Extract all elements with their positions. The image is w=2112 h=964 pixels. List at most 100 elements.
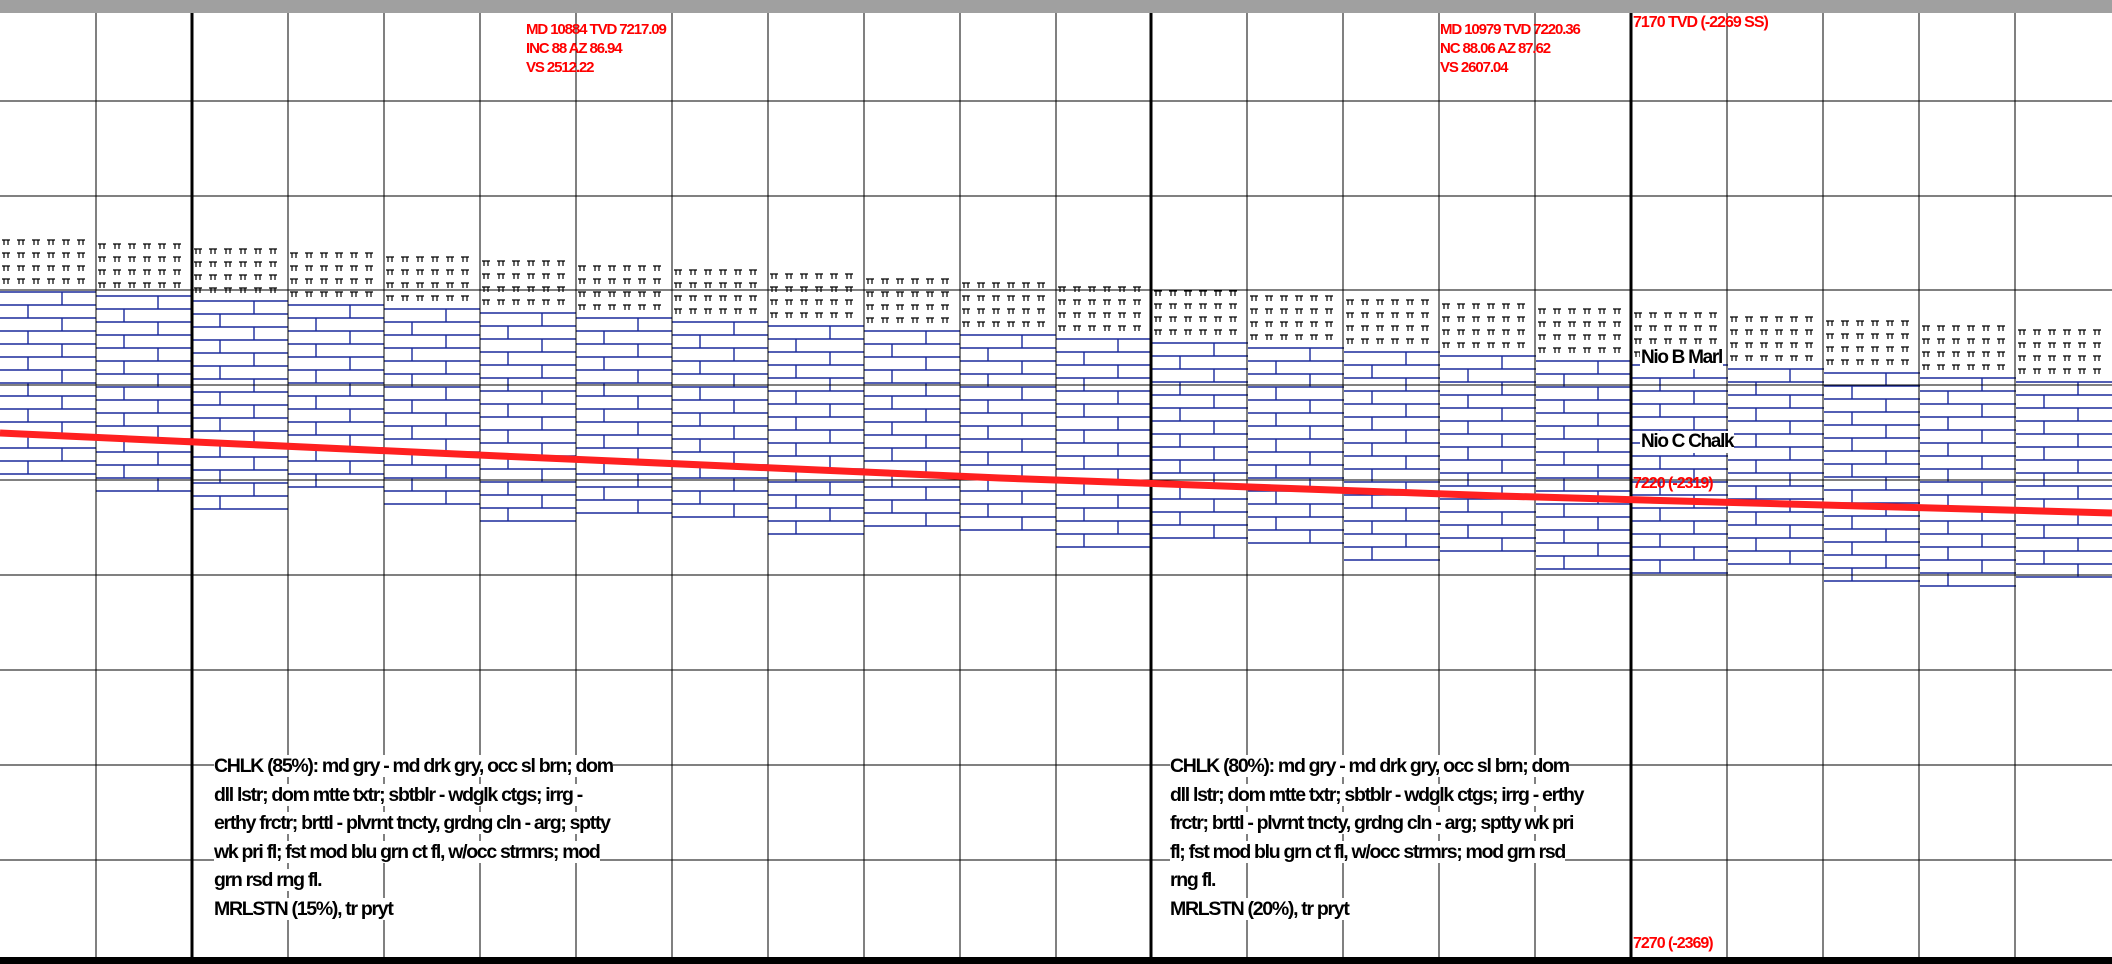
- marl-symbol: [674, 295, 682, 301]
- marl-symbol: [1229, 316, 1237, 322]
- marl-symbol: [1361, 325, 1369, 331]
- marl-symbol: [17, 278, 25, 284]
- marl-symbol: [461, 295, 469, 301]
- marl-symbol: [1487, 342, 1495, 348]
- marl-symbol: [2033, 368, 2041, 374]
- marl-symbol: [1406, 325, 1414, 331]
- marl-symbol: [1310, 308, 1318, 314]
- marl-symbol: [845, 312, 853, 318]
- marl-symbol: [1583, 347, 1591, 353]
- marl-symbol: [1841, 346, 1849, 352]
- marl-symbol: [1613, 334, 1621, 340]
- description-line: CHLK (80%): md gry - md drk gry, occ sl …: [1170, 755, 1570, 777]
- marl-symbol: [749, 269, 757, 275]
- marl-symbol: [593, 265, 601, 271]
- marl-symbol: [1487, 316, 1495, 322]
- marl-symbol: [194, 274, 202, 280]
- marl-symbol: [1997, 338, 2005, 344]
- marl-symbol: [350, 291, 358, 297]
- marl-symbol: [881, 278, 889, 284]
- marl-symbol: [1841, 359, 1849, 365]
- marl-symbol: [128, 243, 136, 249]
- marl-symbol: [1694, 325, 1702, 331]
- marl-symbol: [62, 265, 70, 271]
- marl-symbol: [896, 278, 904, 284]
- marl-symbol: [557, 260, 565, 266]
- marl-symbol: [512, 260, 520, 266]
- marl-symbol: [17, 239, 25, 245]
- marl-symbol: [77, 265, 85, 271]
- marl-symbol: [941, 304, 949, 310]
- marl-symbol: [815, 299, 823, 305]
- marl-symbol: [1325, 308, 1333, 314]
- marl-symbol: [1073, 325, 1081, 331]
- marl-symbol: [1805, 316, 1813, 322]
- marl-symbol: [1634, 312, 1642, 318]
- marl-symbol: [1982, 351, 1990, 357]
- marl-symbol: [1598, 308, 1606, 314]
- marl-symbol: [1442, 342, 1450, 348]
- marl-symbol: [128, 269, 136, 275]
- lithology-log-panel: [0, 13, 2112, 957]
- marl-symbol: [239, 261, 247, 267]
- marl-symbol: [1649, 325, 1657, 331]
- description-line: dll lstr; dom mtte txtr; sbtblr - wdglk …: [214, 783, 583, 806]
- marl-symbol: [785, 299, 793, 305]
- marl-symbol: [1295, 321, 1303, 327]
- marl-symbol: [1982, 325, 1990, 331]
- marl-symbol: [1775, 316, 1783, 322]
- marl-symbol: [623, 265, 631, 271]
- marl-symbol: [992, 321, 1000, 327]
- marl-symbol: [1472, 329, 1480, 335]
- marl-symbol: [1502, 342, 1510, 348]
- marl-symbol: [1229, 303, 1237, 309]
- survey-station-1: MD 10884 TVD 7217.09 INC 88 AZ 86.94 VS …: [526, 20, 667, 77]
- marl-symbol: [1199, 290, 1207, 296]
- marl-symbol: [1649, 338, 1657, 344]
- marl-symbol: [269, 248, 277, 254]
- marl-symbol: [1886, 333, 1894, 339]
- marl-symbol: [1199, 303, 1207, 309]
- marl-symbol: [1901, 333, 1909, 339]
- marl-symbol: [113, 282, 121, 288]
- marl-symbol: [2078, 329, 2086, 335]
- marl-symbol: [77, 239, 85, 245]
- description-line: CHLK (85%): md gry - md drk gry, occ sl …: [214, 755, 614, 777]
- marl-symbol: [1922, 338, 1930, 344]
- marl-symbol: [1103, 299, 1111, 305]
- marl-symbol: [1568, 334, 1576, 340]
- marl-symbol: [1826, 333, 1834, 339]
- marl-symbol: [1007, 295, 1015, 301]
- marl-symbol: [1826, 320, 1834, 326]
- marl-symbol: [386, 295, 394, 301]
- marl-symbol: [1598, 321, 1606, 327]
- marl-symbol: [1118, 312, 1126, 318]
- marl-symbol: [1118, 299, 1126, 305]
- description-line: wk pri fl; fst mod blu grn ct fl, w/occ …: [214, 840, 601, 863]
- marl-symbol: [482, 273, 490, 279]
- marl-symbol: [977, 295, 985, 301]
- marl-symbol: [785, 273, 793, 279]
- marl-symbol: [1790, 342, 1798, 348]
- marl-symbol: [1442, 303, 1450, 309]
- marl-symbol: [461, 269, 469, 275]
- marl-symbol: [962, 308, 970, 314]
- marl-symbol: [416, 256, 424, 262]
- marl-symbol: [1952, 351, 1960, 357]
- marl-symbol: [1280, 321, 1288, 327]
- marl-symbol: [1391, 325, 1399, 331]
- marl-symbol: [2, 265, 10, 271]
- marl-symbol: [269, 274, 277, 280]
- marl-symbol: [1886, 320, 1894, 326]
- marl-symbol: [638, 291, 646, 297]
- marl-symbol: [1022, 295, 1030, 301]
- marl-symbol: [1442, 316, 1450, 322]
- marl-symbol: [542, 273, 550, 279]
- marl-symbol: [2, 239, 10, 245]
- marl-symbol: [254, 248, 262, 254]
- marl-symbol: [1376, 299, 1384, 305]
- marl-symbol: [653, 291, 661, 297]
- marl-symbol: [926, 317, 934, 323]
- marl-symbol: [734, 295, 742, 301]
- marl-symbol: [1346, 338, 1354, 344]
